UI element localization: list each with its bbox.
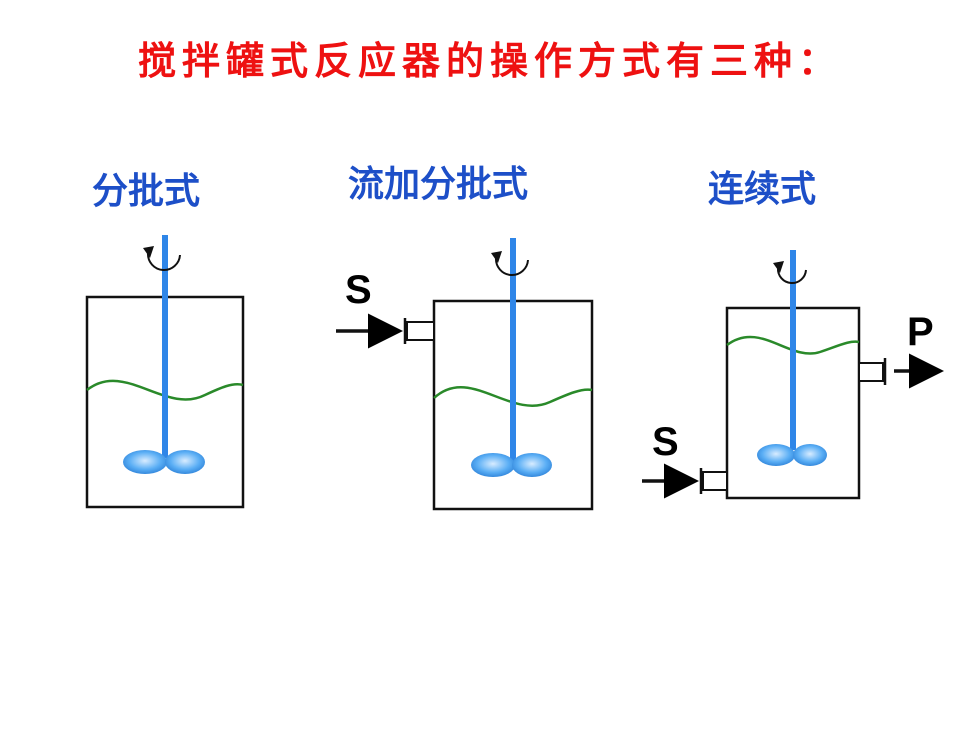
fed-batch-inlet-label: S	[345, 268, 372, 312]
impeller-blade-icon	[471, 453, 515, 477]
continuous-inlet-label: S	[652, 420, 679, 464]
liquid-level	[726, 335, 860, 355]
liquid-level	[86, 379, 244, 401]
rotation-arrow-icon	[494, 257, 529, 276]
fed-batch-reactor	[336, 238, 594, 511]
liquid-level	[433, 385, 593, 407]
impeller-blade-icon	[123, 450, 167, 474]
rotation-arrow-icon	[776, 267, 807, 285]
label-batch: 分批式	[92, 171, 201, 212]
continuous-reactor	[642, 250, 944, 500]
inlet-nozzle	[702, 471, 728, 491]
page-title: 搅拌罐式反应器的操作方式有三种：	[137, 38, 842, 83]
continuous-outlet-label: P	[907, 310, 934, 354]
inlet-nozzle	[406, 321, 435, 341]
batch-reactor	[85, 235, 245, 509]
rotation-arrow-icon	[146, 252, 181, 271]
outlet-nozzle	[858, 362, 884, 382]
label-continuous: 连续式	[708, 169, 817, 210]
impeller-blade-icon	[165, 450, 205, 474]
impeller-blade-icon	[757, 444, 795, 466]
label-fed-batch: 流加分批式	[348, 164, 529, 205]
impeller-blade-icon	[793, 444, 827, 466]
impeller-blade-icon	[512, 453, 552, 477]
